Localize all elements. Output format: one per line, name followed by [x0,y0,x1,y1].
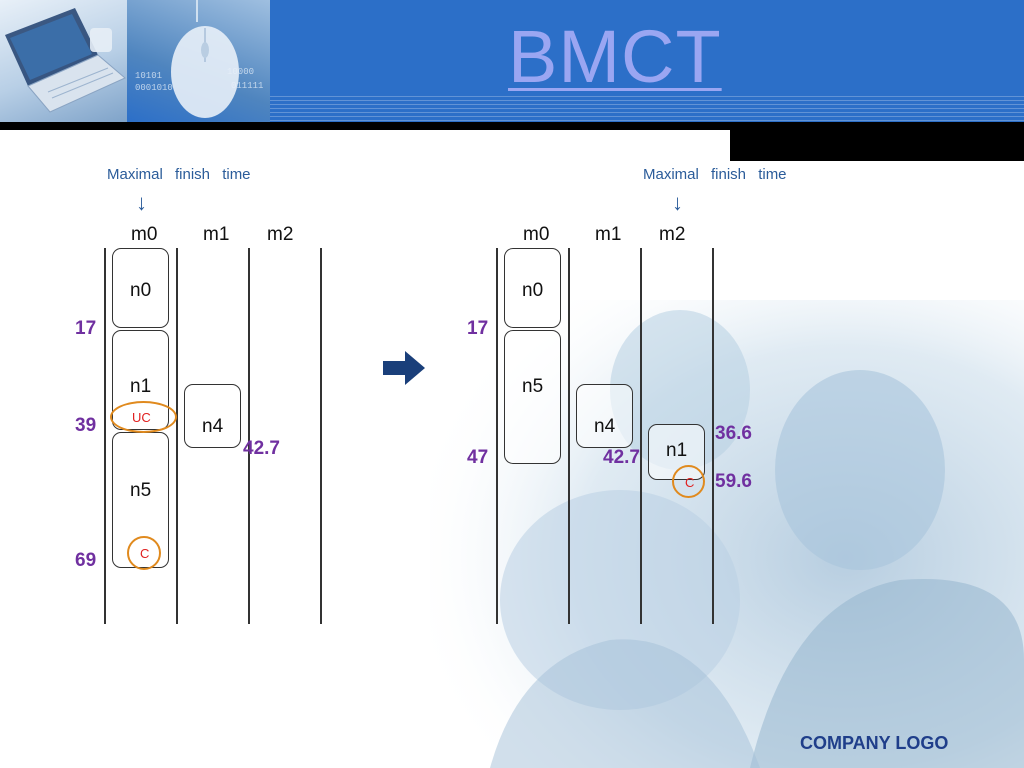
right-time-17: 17 [467,318,489,339]
left-uc-mark: UC [132,410,151,425]
right-machine-m0: m0 [523,224,550,245]
right-node-n4-label: n4 [594,416,616,437]
left-machine-m1: m1 [203,224,230,245]
left-uc-highlight-ring [110,401,177,433]
left-node-n4 [184,384,241,448]
right-node-n4 [576,384,633,448]
left-lane-line-1 [176,248,178,624]
mouse-image: 10101 0001010 10000 011111 [127,0,270,122]
left-node-n1-label: n1 [130,376,152,397]
right-lane-line-0 [496,248,498,624]
down-arrow-icon: ↓ [672,190,683,215]
company-logo: COMPANY LOGO [800,733,949,753]
left-time-42-7: 42.7 [243,438,280,459]
left-c-mark: C [140,546,150,561]
right-lane-line-3 [712,248,714,624]
header-stripes [270,96,1024,122]
header-divider [0,122,1024,130]
down-arrow-icon: ↓ [136,190,147,215]
right-node-n5 [504,330,561,464]
left-lane-line-0 [104,248,106,624]
right-lane-line-1 [568,248,570,624]
header-banner: 10101 0001010 10000 011111 BMCT [0,0,1024,122]
left-node-n4-label: n4 [202,416,224,437]
right-node-n1-label: n1 [666,440,688,461]
left-node-n0 [112,248,169,328]
right-c-highlight-ring [672,465,705,498]
right-arrow-icon [383,351,425,385]
left-c-highlight-ring [127,536,161,570]
left-lane-line-3 [320,248,322,624]
background-photo [430,300,1024,768]
right-machine-m1: m1 [595,224,622,245]
right-time-42-7: 42.7 [603,447,640,468]
right-time-47: 47 [467,447,489,468]
left-time-69: 69 [75,550,97,571]
right-time-36-6: 36.6 [715,423,752,444]
left-node-n0-label: n0 [130,280,152,301]
left-machine-m2: m2 [267,224,294,245]
right-c-mark: C [685,475,695,490]
svg-text:10101: 10101 [135,71,162,81]
left-time-17: 17 [75,318,97,339]
left-machine-m0: m0 [131,224,158,245]
right-lane-line-2 [640,248,642,624]
svg-text:011111: 011111 [231,81,263,91]
laptop-image [0,0,127,122]
header-black-block [730,130,1024,161]
slide-title: BMCT [508,15,722,98]
right-node-n0 [504,248,561,328]
right-machine-m2: m2 [659,224,686,245]
svg-text:0001010: 0001010 [135,83,173,93]
right-node-n5-label: n5 [522,376,544,397]
left-maximal-finish-time-label: Maximal finish time [107,166,251,183]
left-node-n5-label: n5 [130,480,152,501]
left-time-39: 39 [75,415,97,436]
right-time-59-6: 59.6 [715,471,752,492]
svg-text:10000: 10000 [227,67,254,77]
left-lane-line-2 [248,248,250,624]
right-maximal-finish-time-label: Maximal finish time [643,166,787,183]
right-node-n0-label: n0 [522,280,544,301]
